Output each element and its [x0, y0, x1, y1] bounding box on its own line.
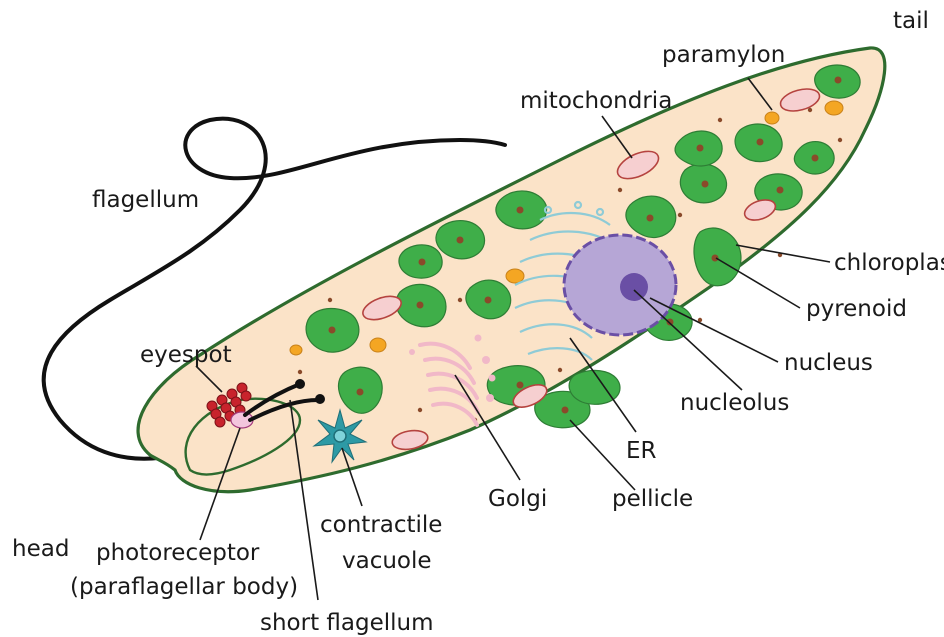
- label-mitochondria: mitochondria: [520, 88, 672, 114]
- label-er: ER: [626, 438, 657, 464]
- label-photoreceptor: photoreceptor: [96, 540, 260, 566]
- nucleus-body: [564, 235, 676, 335]
- label-nucleolus: nucleolus: [680, 390, 789, 416]
- leader-nucleolus: [634, 290, 742, 390]
- label-flagellum: flagellum: [92, 187, 199, 213]
- label-paramylon: paramylon: [662, 42, 785, 68]
- label-paraflagellar-body: (paraflagellar body): [70, 574, 298, 600]
- label-pellicle: pellicle: [612, 486, 693, 512]
- label-golgi: Golgi: [488, 486, 547, 512]
- label-head: head: [12, 536, 69, 562]
- label-nucleus: nucleus: [784, 350, 873, 376]
- label-short-flagellum: short flagellum: [260, 610, 434, 636]
- label-eyespot: eyespot: [140, 342, 232, 368]
- label-tail: tail: [893, 8, 929, 34]
- label-chloroplast: chloroplast: [834, 250, 944, 276]
- label-vacuole: vacuole: [342, 548, 432, 574]
- label-pyrenoid: pyrenoid: [806, 296, 907, 322]
- short-flagellum-base: [315, 394, 325, 404]
- label-contractile: contractile: [320, 512, 442, 538]
